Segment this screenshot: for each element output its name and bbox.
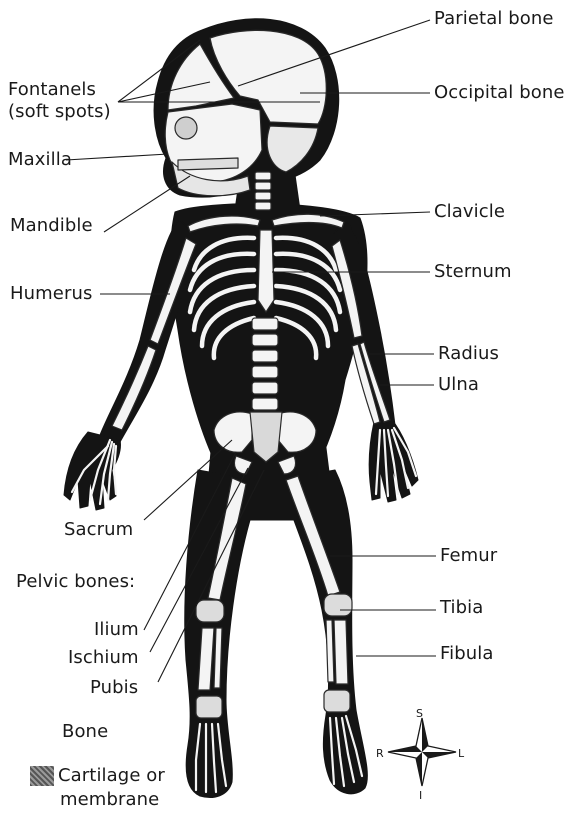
legend-bone: Bone: [62, 722, 108, 742]
label-femur: Femur: [440, 546, 497, 566]
compass-inferior: I: [419, 790, 422, 802]
label-tibia: Tibia: [440, 598, 483, 618]
legend-cartilage-line1: Cartilage or: [58, 766, 165, 786]
compass-left: L: [458, 748, 464, 760]
label-radius: Radius: [438, 344, 499, 364]
tibia-right-shape: [334, 620, 348, 684]
compass-right: R: [376, 748, 384, 760]
label-clavicle: Clavicle: [434, 202, 505, 222]
fibula-right-shape: [326, 620, 334, 682]
label-fontanels: Fontanels: [8, 80, 96, 100]
orientation-compass: [388, 718, 456, 786]
label-pubis: Pubis: [90, 678, 138, 698]
fibula-left-shape: [214, 628, 222, 688]
legend-cartilage-line2: membrane: [60, 790, 159, 810]
label-mandible: Mandible: [10, 216, 93, 236]
label-parietal-bone: Parietal bone: [434, 9, 554, 29]
label-fibula: Fibula: [440, 644, 494, 664]
label-ilium: Ilium: [94, 620, 139, 640]
label-sacrum: Sacrum: [64, 520, 133, 540]
label-sternum: Sternum: [434, 262, 512, 282]
ankle-right: [324, 690, 350, 712]
knee-right: [324, 594, 352, 616]
label-humerus: Humerus: [10, 284, 92, 304]
ankle-left: [196, 696, 222, 718]
teeth: [178, 158, 238, 170]
label-maxilla: Maxilla: [8, 150, 72, 170]
label-occipital-bone: Occipital bone: [434, 83, 565, 103]
label-fontanels-sub: (soft spots): [8, 102, 111, 122]
orbit: [175, 117, 197, 139]
label-ulna: Ulna: [438, 375, 479, 395]
label-pelvic-bones: Pelvic bones:: [16, 572, 135, 592]
label-ischium: Ischium: [68, 648, 139, 668]
knee-left: [196, 600, 224, 622]
sternum-shape: [258, 230, 274, 312]
compass-superior: S: [416, 708, 423, 720]
legend-cartilage-swatch: [30, 766, 54, 786]
leader-maxilla: [66, 154, 168, 160]
